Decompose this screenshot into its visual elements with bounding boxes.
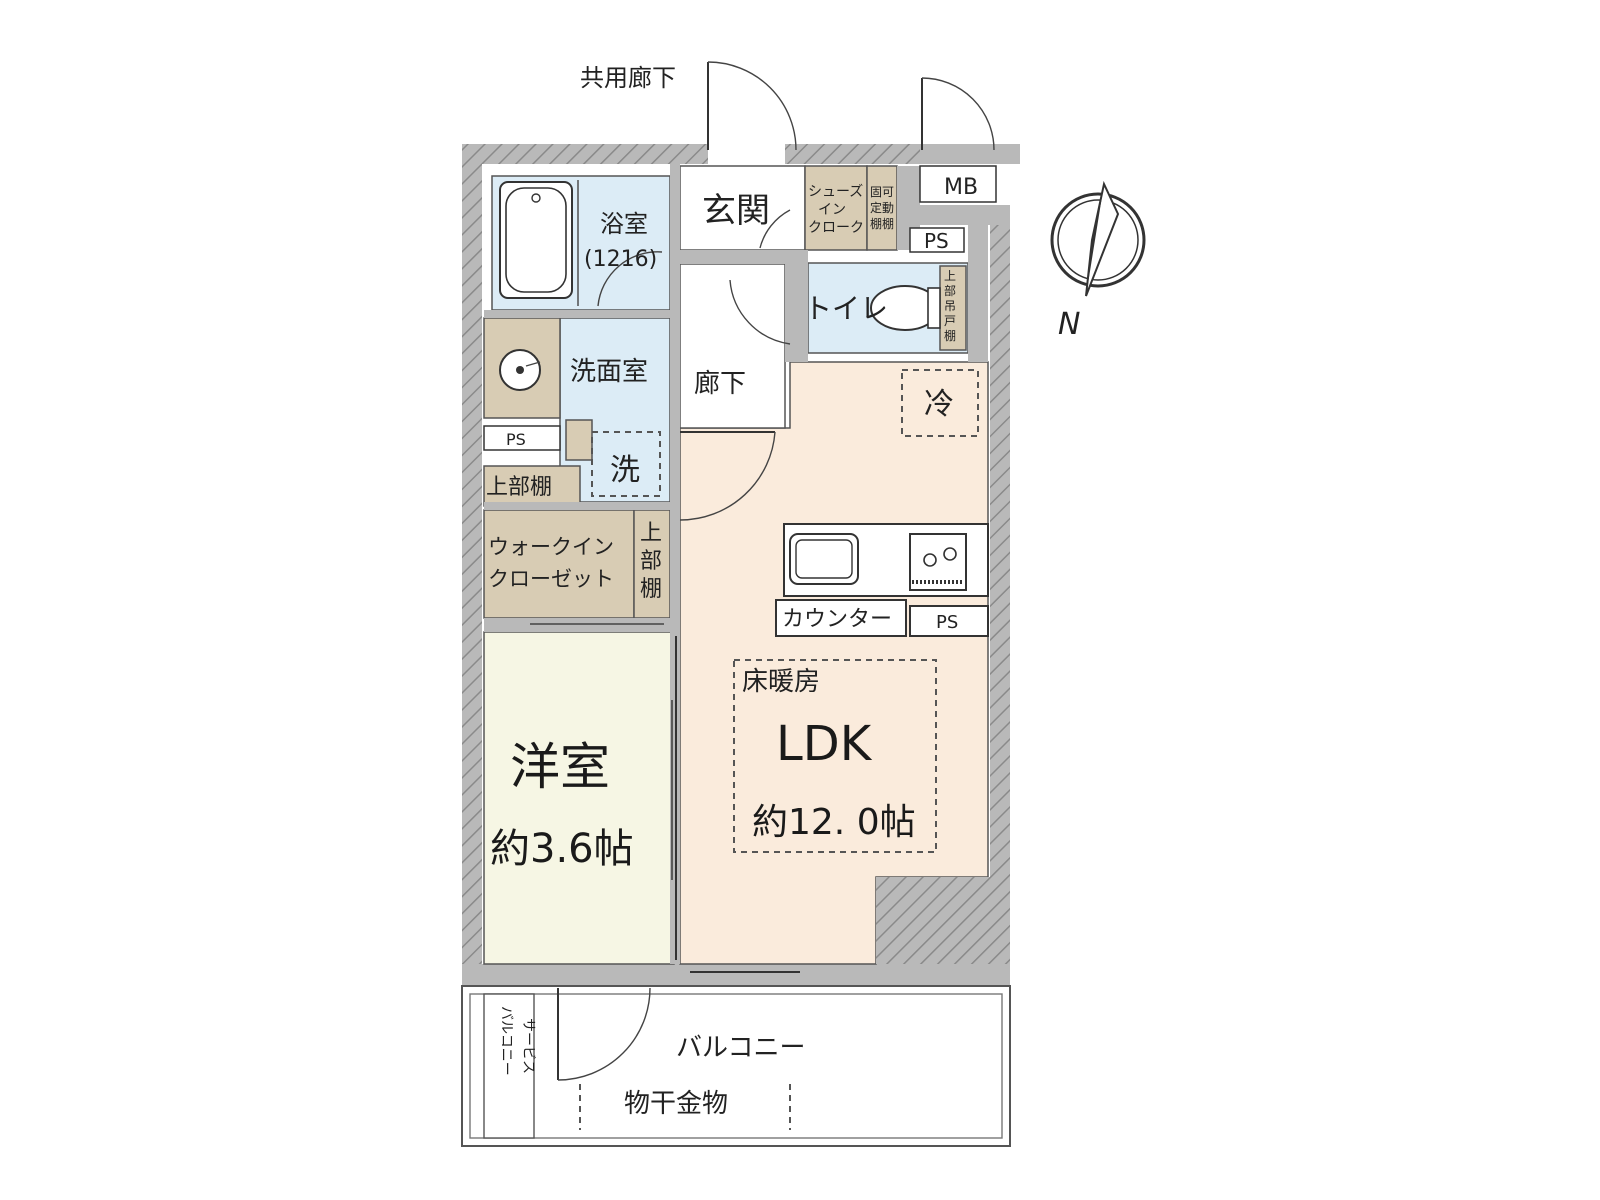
fixtures: [499, 180, 989, 960]
storage-blocks: [483, 165, 967, 619]
fridge-label: 冷: [924, 387, 954, 422]
fridge-space: [901, 369, 979, 437]
mb-label: MB: [944, 175, 978, 200]
bathroom-size-label: (1216): [584, 247, 657, 272]
room-fills: [483, 165, 989, 965]
wic-label-2: クローゼット: [488, 567, 614, 591]
ps-top-label: PS: [924, 229, 949, 253]
compass-north-label: N: [1058, 307, 1080, 342]
counter-label: カウンター: [782, 607, 892, 632]
service-balcony-2: バルコニー: [498, 1006, 514, 1076]
toilet-shelf-3: 吊: [944, 299, 956, 313]
labels: 共用廊下 MB PS 玄関 シューズ イン クローク 固可 定動 棚棚 浴室 (…: [483, 64, 1080, 1119]
shoes-cloak-1: シューズ: [808, 184, 863, 200]
ldk-floor: [679, 361, 989, 965]
floor-heating-label: 床暖房: [742, 667, 820, 697]
shoes-cloak-3: クローク: [808, 220, 864, 236]
wic-shelf-1: 上: [640, 521, 662, 546]
wic-shelf-3: 棚: [640, 577, 662, 602]
exterior-walls: [462, 144, 1020, 986]
bathtub: [499, 181, 573, 299]
western-room-label: 洋室: [510, 738, 610, 796]
toilet-shelf-1: 上: [944, 269, 956, 283]
balcony-area: [461, 971, 1011, 1147]
hallway-label: 廊下: [694, 369, 746, 399]
service-balcony-1: サービス: [520, 1018, 536, 1074]
wic-label-1: ウォークイン: [488, 535, 614, 559]
wic-shelf-2: 部: [640, 549, 662, 574]
shared-corridor-label: 共用廊下: [580, 64, 676, 92]
western-room-size-label: 約3.6帖: [490, 826, 634, 872]
ldk-size-label: 約12. 0帖: [752, 802, 916, 843]
upper-shelf-label: 上部棚: [486, 475, 552, 500]
washroom-label: 洗面室: [570, 357, 648, 387]
compass: [1050, 180, 1146, 297]
washer-label: 洗: [610, 453, 640, 488]
ps-kitchen-label: PS: [936, 612, 958, 633]
ldk-label: LDK: [776, 716, 873, 772]
toilet-label: トイレ: [804, 292, 888, 325]
toilet-shelf-2: 部: [944, 283, 956, 298]
fixed-movable-3: 棚棚: [870, 216, 894, 231]
balcony-label: バルコニー: [676, 1033, 805, 1063]
fixed-movable-1: 固可: [870, 185, 894, 199]
bathroom-label: 浴室: [600, 210, 648, 238]
toilet-shelf-4: 戸: [944, 314, 956, 328]
hallway-floor: [679, 263, 786, 429]
entrance-label: 玄関: [702, 191, 770, 231]
floor-heating-zone: [733, 659, 937, 853]
shoes-cloak-2: イン: [818, 202, 846, 218]
clothes-hanger-label: 物干金物: [624, 1089, 728, 1119]
washer-space: [591, 431, 661, 497]
western-room-floor: [483, 631, 675, 965]
toilet-shelf-5: 棚: [944, 328, 956, 343]
fixed-movable-2: 定動: [870, 200, 894, 215]
exterior-doors: [707, 61, 997, 253]
ps-wash-label: PS: [506, 430, 526, 449]
